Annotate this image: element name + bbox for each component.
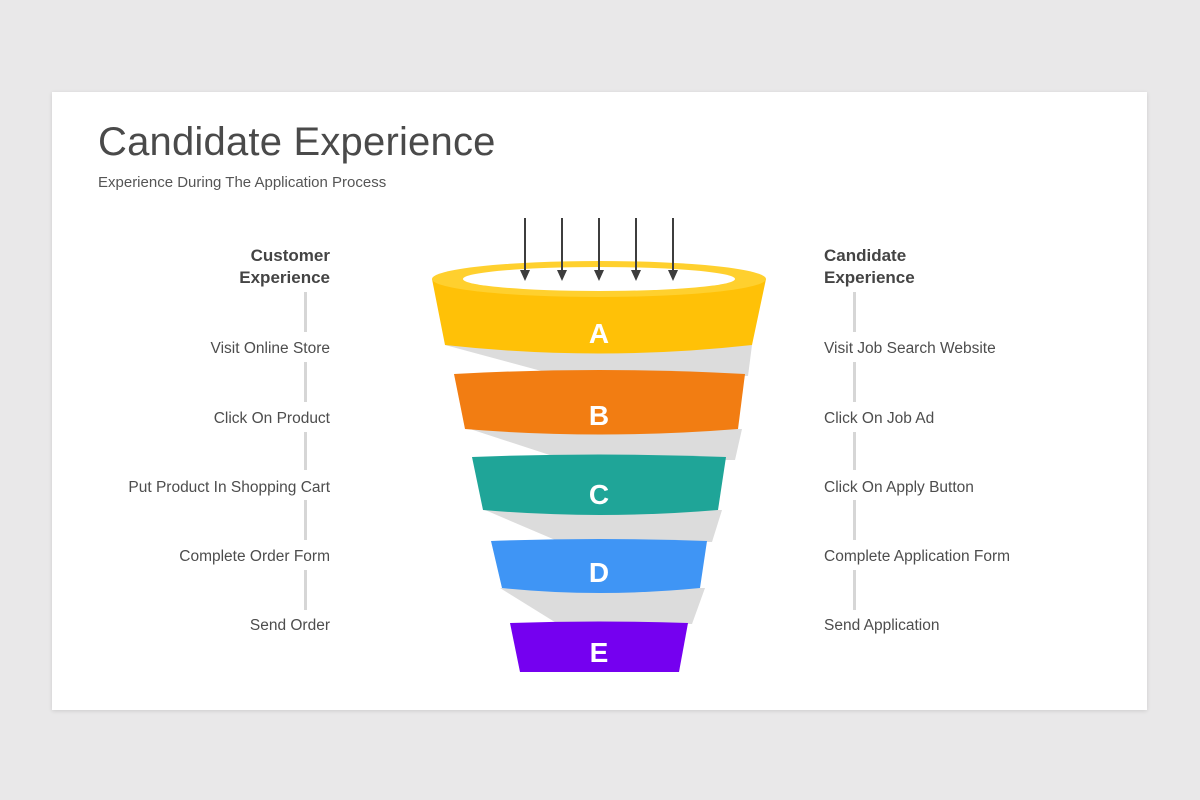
left-step-2: Click On Product [213,410,330,427]
left-connector-line [304,500,307,540]
customer-experience-heading: Customer Experience [130,245,330,289]
candidate-heading-line2: Experience [824,268,915,287]
left-connector-line [304,292,307,332]
stage-a-label: A [589,318,609,349]
left-connector-line [304,362,307,402]
stage-b-label: B [589,400,609,431]
right-connector-line [853,292,856,332]
funnel-stage-d [491,539,707,593]
ribbon-c-d [485,510,722,542]
candidate-heading-line1: Candidate [824,246,907,265]
left-step-4: Complete Order Form [179,548,330,565]
down-arrow-icon [594,218,604,281]
input-arrows [520,218,678,281]
funnel-stage-b [454,370,745,435]
right-step-4: Complete Application Form [824,548,1011,565]
customer-heading-line1: Customer [250,246,330,265]
ribbon-d-e [500,588,705,624]
right-step-5: Send Application [824,617,940,634]
page-title: Candidate Experience [98,120,496,164]
right-connector-line [853,432,856,470]
down-arrow-icon [557,218,567,281]
customer-heading-line2: Experience [239,268,330,287]
down-arrow-icon [520,218,530,281]
stage-c-label: C [589,479,609,510]
down-arrow-icon [668,218,678,281]
down-arrow-icon [631,218,641,281]
ribbon-b-c [470,429,742,460]
ribbon-a-b [445,345,752,376]
right-connector-line [853,500,856,540]
right-step-3: Click On Apply Button [824,479,974,496]
left-step-5: Send Order [249,617,330,634]
funnel-stage-a [432,279,766,354]
stage-e-label: E [590,637,609,668]
right-connector-line [853,362,856,402]
right-step-1: Visit Job Search Website [824,340,996,357]
page-subtitle: Experience During The Application Proces… [98,174,387,191]
left-connector-line [304,432,307,470]
stage-d-label: D [589,557,609,588]
funnel-stage-c [472,454,726,515]
left-connector-line [304,570,307,610]
right-step-2: Click On Job Ad [824,410,935,427]
candidate-experience-heading: Candidate Experience [824,245,1024,289]
left-step-1: Visit Online Store [210,340,330,357]
funnel-stage-e [510,621,688,672]
right-connector-line [853,570,856,610]
left-step-3: Put Product In Shopping Cart [128,479,330,496]
